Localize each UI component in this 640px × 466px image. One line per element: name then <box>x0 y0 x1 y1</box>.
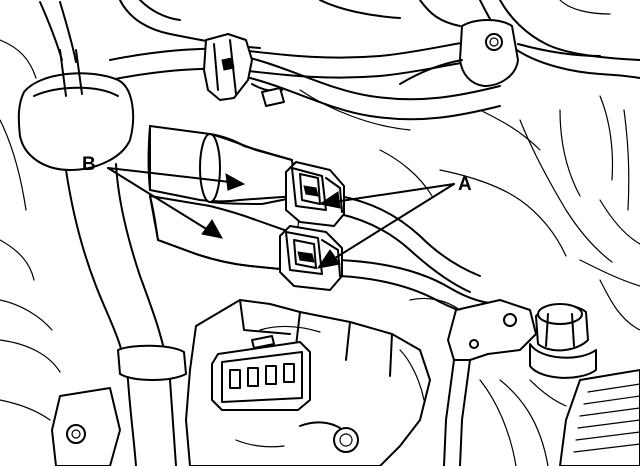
lower-quick-connector-a <box>279 225 343 291</box>
fuel-lines-right <box>295 195 501 319</box>
callout-a: A <box>458 174 472 195</box>
arrow-a-upper <box>333 183 455 203</box>
bracket-and-bolt <box>443 299 597 466</box>
upper-right-clip <box>399 19 601 87</box>
arrow-b-upper <box>107 167 231 183</box>
background-engine-lines <box>0 0 640 281</box>
arrow-a-upper-head <box>318 191 341 209</box>
callout-b: B <box>82 154 96 175</box>
arrow-b-lower-head <box>201 219 223 239</box>
arrow-a-lower-head <box>316 249 341 269</box>
lower-right-components <box>479 279 640 466</box>
arrow-b-lower <box>107 167 209 231</box>
left-lower-background <box>0 299 121 466</box>
left-vertical-pipe <box>17 49 187 466</box>
right-background-lines <box>399 199 640 407</box>
arrow-b-upper-head <box>225 173 246 191</box>
callout-arrows <box>107 167 455 269</box>
hose-clamp-top <box>203 33 285 107</box>
upper-hose-b <box>147 125 297 205</box>
throttle-body-block <box>185 299 431 466</box>
upper-hose-bundle <box>109 39 501 131</box>
arrow-a-lower <box>331 183 455 261</box>
